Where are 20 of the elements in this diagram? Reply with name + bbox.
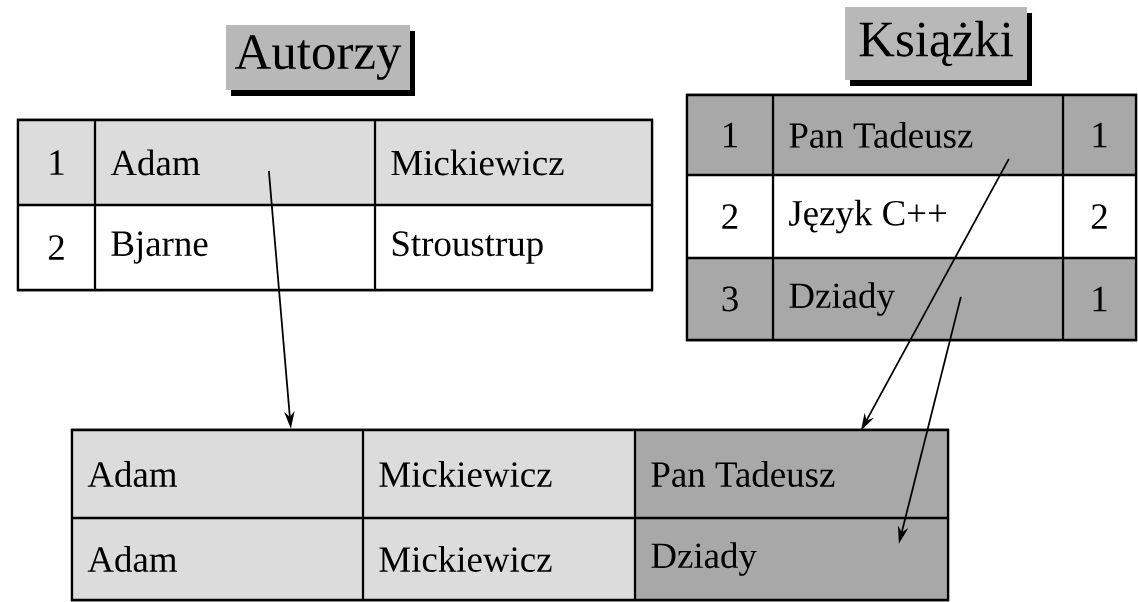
node-label: 1 [1093, 122, 1107, 148]
node-label: 2 [48, 235, 64, 260]
node-label: Mickiewicz [391, 149, 564, 176]
data-table: Adam Mickiewicz Pan Tadeusz Adam Mickiewicz Dziady [70, 428, 950, 602]
data-table: 1 Adam Mickiewicz 2 Bjarne Stroustrup [16, 118, 654, 292]
node-label: 1 [1093, 286, 1107, 312]
node-label: Dziady [789, 282, 895, 316]
node-label: Bjarne [111, 231, 208, 264]
node-label: Pan Tadeusz [789, 122, 973, 148]
title-box: Książki [845, 7, 1032, 86]
node-label: 2 [722, 204, 738, 229]
node-label: Adam [110, 149, 200, 176]
node-label: 2 [1091, 204, 1107, 229]
node-label: 1 [50, 150, 64, 175]
node-label: 3 [722, 286, 738, 312]
data-table: 1 Pan Tadeusz 1 2 Język C++ 2 3 Dziady 1 [685, 93, 1138, 342]
node-label: Stroustrup [392, 231, 543, 264]
title-box: Autorzy [226, 25, 415, 96]
node-label: 1 [724, 122, 738, 148]
node-label: Język C++ [789, 199, 947, 234]
